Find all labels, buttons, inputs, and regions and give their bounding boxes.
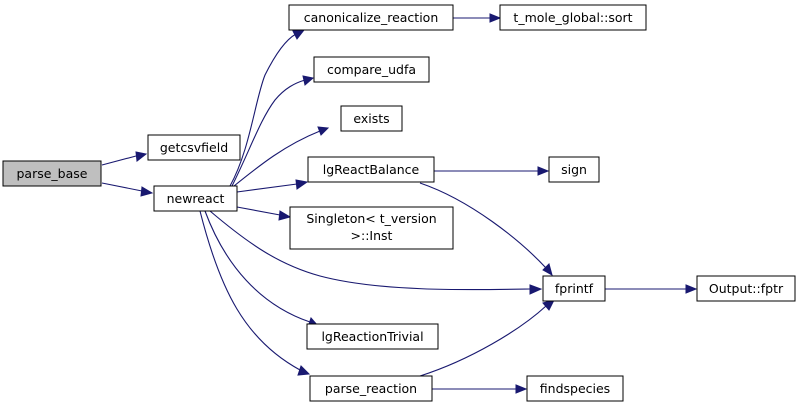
edge-newreact-to-singleton-inst — [236, 206, 292, 221]
node-exists[interactable]: exists — [340, 105, 403, 132]
edge-parse-reaction-to-fprintf — [419, 299, 555, 377]
edge-lgreactbalance-to-fprintf — [419, 182, 553, 277]
node-label-line-2: >::Inst — [351, 228, 393, 243]
node-sign[interactable]: sign — [548, 156, 600, 183]
node-label: compare_udfa — [327, 62, 416, 77]
edge-parse-reaction-to-findspecies — [432, 384, 528, 394]
node-compare-udfa[interactable]: compare_udfa — [313, 56, 430, 83]
edge-newreact-to-exists — [233, 126, 330, 187]
edge-canonicalize-to-t-mole-global-sort — [453, 13, 502, 23]
node-lgreactiontrivial[interactable]: lgReactionTrivial — [306, 323, 439, 350]
node-parse-reaction[interactable]: parse_reaction — [309, 375, 433, 402]
node-label: Output::fptr — [709, 281, 784, 296]
edge-parse-base-to-getcsvfield — [101, 151, 148, 166]
node-label: fprintf — [555, 281, 594, 296]
node-label: canonicalize_reaction — [304, 10, 439, 25]
edge-newreact-to-lgreactbalance — [236, 179, 309, 193]
node-canonicalize-reaction[interactable]: canonicalize_reaction — [288, 4, 454, 31]
node-singleton-inst[interactable]: Singleton< t_version >::Inst — [289, 206, 454, 250]
edge-lgreactbalance-to-sign — [434, 166, 550, 176]
node-label: getcsvfield — [160, 140, 228, 155]
node-label: sign — [561, 162, 587, 177]
node-label: newreact — [167, 191, 225, 206]
edge-newreact-to-parse-reaction — [199, 210, 311, 376]
node-lgreactbalance[interactable]: lgReactBalance — [307, 156, 435, 183]
node-label: findspecies — [540, 381, 610, 396]
edge-newreact-to-canonicalize-reaction — [229, 29, 306, 187]
edge-newreact-to-compare-udfa — [231, 75, 315, 187]
node-newreact[interactable]: newreact — [153, 185, 238, 212]
node-getcsvfield[interactable]: getcsvfield — [147, 134, 241, 161]
node-label: parse_reaction — [325, 381, 417, 396]
node-label: lgReactionTrivial — [321, 329, 423, 344]
node-t-mole-global-sort[interactable]: t_mole_global::sort — [499, 4, 647, 31]
node-label: exists — [353, 111, 389, 126]
node-label: lgReactBalance — [323, 162, 420, 177]
node-fprintf[interactable]: fprintf — [542, 275, 606, 302]
edge-newreact-to-fprintf — [209, 210, 543, 295]
node-label: parse_base — [17, 166, 88, 181]
edge-parse-base-to-newreact — [101, 182, 154, 197]
node-label-line-1: Singleton< t_version — [306, 211, 436, 226]
node-findspecies[interactable]: findspecies — [526, 375, 624, 402]
node-parse-base[interactable]: parse_base — [2, 160, 102, 187]
node-output-fptr[interactable]: Output::fptr — [696, 275, 796, 302]
node-label: t_mole_global::sort — [513, 10, 632, 25]
edge-fprintf-to-output-fptr — [604, 284, 698, 294]
